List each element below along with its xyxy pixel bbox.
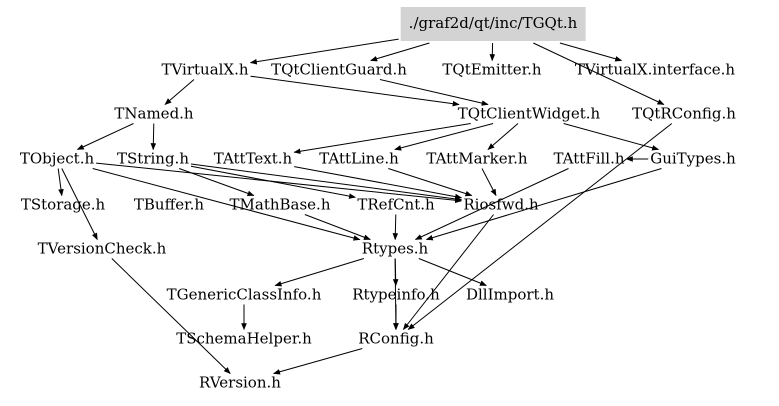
edge-tattline-to-riosfwd: [388, 168, 473, 197]
edge-rconfig-to-rversion: [273, 348, 363, 375]
node-tvirtualx-interface-h[interactable]: TVirtualX.interface.h: [574, 60, 736, 79]
node-tmathbase-h[interactable]: TMathBase.h: [229, 195, 331, 214]
edge-riosfwd-to-rconfig: [402, 214, 494, 331]
node-rtypeinfo-h[interactable]: Rtypeinfo.h: [352, 285, 440, 304]
edge-tvirtualx-to-tnamed: [164, 79, 195, 105]
edge-rtypes-to-dllimport: [418, 258, 487, 286]
edge-root-to-tqtclientguard: [370, 42, 430, 62]
edge-tstring-to-trefcnt: [190, 165, 356, 199]
edge-tobject-to-riosfwd: [96, 162, 463, 204]
edge-tstring-to-riosfwd: [190, 163, 463, 202]
node-tgenericclassinfo-h[interactable]: TGenericClassInfo.h: [166, 285, 322, 304]
edge-tqtclientwidget-to-tattmarker: [487, 123, 519, 150]
node-guitypes-h[interactable]: GuiTypes.h: [650, 149, 736, 168]
edge-tmathbase-to-rtypes: [304, 214, 371, 240]
node-dllimport-h[interactable]: DllImport.h: [465, 285, 555, 304]
edge-tvirtualx-to-tqtclientwidget: [250, 75, 460, 107]
node-tqtemitter-h[interactable]: TQtEmitter.h: [442, 60, 542, 79]
edge-tqtclientwidget-to-tatttext: [293, 123, 471, 155]
edge-root-to-tvirtualx: [249, 38, 399, 65]
edge-tnamed-to-tobject: [76, 123, 134, 150]
node-tversioncheck-h[interactable]: TVersionCheck.h: [37, 239, 167, 258]
node-tqtrconfig-h[interactable]: TQtRConfig.h: [632, 104, 736, 123]
node-rconfig-h[interactable]: RConfig.h: [358, 329, 434, 348]
edge-tatttext-to-riosfwd: [294, 166, 463, 200]
node-tstorage-h[interactable]: TStorage.h: [20, 195, 106, 214]
edge-tqtclientwidget-to-tattline: [394, 123, 494, 151]
node-rtypes-h[interactable]: Rtypes.h: [361, 239, 429, 258]
node-tstring-h[interactable]: TString.h: [117, 149, 189, 168]
node-tattfill-h[interactable]: TAttFill.h: [553, 149, 625, 168]
edge-tattmarker-to-riosfwd: [481, 168, 497, 197]
edge-tstring-to-tmathbase: [179, 168, 255, 196]
edge-root-to-tqtrconfig: [533, 42, 665, 105]
node-tbuffer-h[interactable]: TBuffer.h: [133, 195, 205, 214]
node-tobject-h[interactable]: TObject.h: [19, 149, 95, 168]
edge-tqtclientguard-to-tqtclientwidget: [379, 79, 489, 106]
node-tnamed-h[interactable]: TNamed.h: [114, 104, 194, 123]
node-trefcnt-h[interactable]: TRefCnt.h: [357, 195, 435, 214]
node-rversion-h[interactable]: RVersion.h: [199, 373, 281, 392]
edge-root-to-tvirtualx_interface: [559, 42, 623, 62]
node-tqtclientguard-h[interactable]: TQtClientGuard.h: [271, 60, 407, 79]
edge-tobject-to-tstorage: [57, 168, 64, 197]
edge-tobject-to-tversioncheck: [61, 168, 98, 241]
edge-tqtclientwidget-to-guitypes: [563, 123, 660, 151]
node-tvirtualx-h[interactable]: TVirtualX.h: [161, 60, 249, 79]
edge-tqtrconfig-to-rconfig: [407, 123, 673, 330]
node-tqtclientwidget-h[interactable]: TQtClientWidget.h: [457, 104, 601, 123]
node-riosfwd-h[interactable]: Riosfwd.h: [463, 195, 539, 214]
node-tschemahelper-h[interactable]: TSchemaHelper.h: [176, 329, 312, 348]
edge-rtypes-to-tgenericclassinfo: [274, 258, 364, 287]
edge-tversioncheck-to-rversion: [111, 258, 231, 374]
edge-tattfill-to-rtypes: [414, 168, 569, 240]
node-tattmarker-h[interactable]: TAttMarker.h: [426, 149, 528, 168]
edge-tnamed-to-tstring: [150, 123, 157, 151]
node-tattline-h[interactable]: TAttLine.h: [319, 149, 399, 168]
node-tatttext-h[interactable]: TAttText.h: [213, 149, 293, 168]
node-root-tgqt-h[interactable]: ./graf2d/qt/inc/TGQt.h: [400, 7, 586, 41]
edge-trefcnt-to-rtypes: [392, 214, 399, 241]
edge-guitypes-to-rtypes: [425, 168, 662, 241]
edge-tobject-to-rtypes: [92, 168, 361, 241]
